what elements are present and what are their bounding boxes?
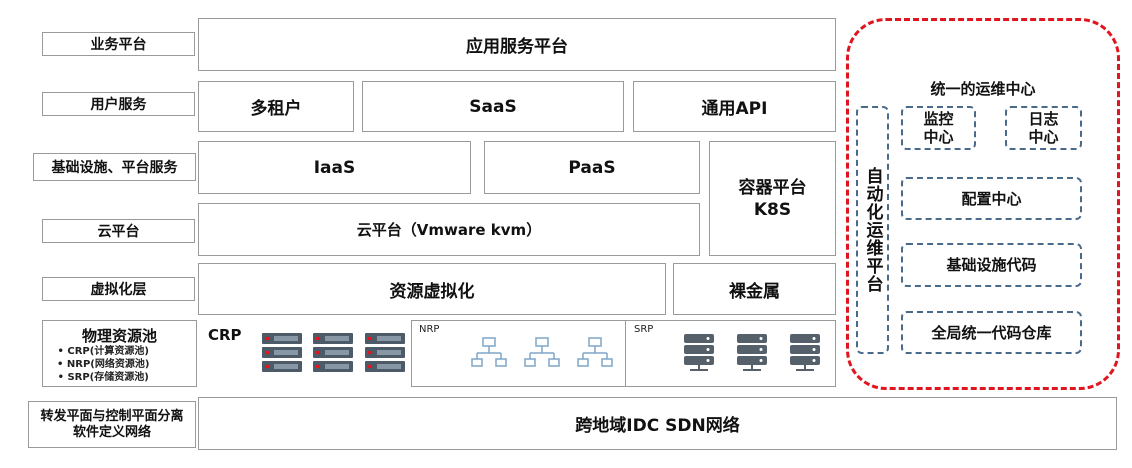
container-platform-line2: K8S <box>753 199 792 220</box>
physical-pool-title: 物理资源池 <box>81 327 157 345</box>
monitor-center-line1: 监控 <box>923 110 954 128</box>
server-icon <box>313 333 353 372</box>
bare-metal-box: 裸金属 <box>673 263 836 315</box>
server-icon <box>262 333 302 372</box>
storage-icon <box>790 334 820 371</box>
container-platform-box: 容器平台 K8S <box>709 141 836 256</box>
global-code-repo: 全局统一代码仓库 <box>901 311 1082 354</box>
app-service-platform: 应用服务平台 <box>198 18 836 71</box>
network-icon <box>577 337 613 367</box>
multi-tenant-box: 多租户 <box>198 81 354 132</box>
label-business-platform: 业务平台 <box>42 32 195 56</box>
ops-center-title: 统一的运维中心 <box>930 80 1036 98</box>
resource-virtualization-box: 资源虚拟化 <box>198 263 666 315</box>
log-center-line2: 中心 <box>1028 128 1059 146</box>
infra-as-code: 基础设施代码 <box>901 243 1082 287</box>
auto-ops-platform: 自动化运维平台 <box>856 106 889 354</box>
saas-box: SaaS <box>362 81 624 132</box>
pool-note-crp: CRP(计算资源池) <box>57 345 149 358</box>
sdn-network-box: 跨地域IDC SDN网络 <box>198 397 1117 450</box>
container-platform-line1: 容器平台 <box>738 177 807 198</box>
log-center: 日志 中心 <box>1005 106 1082 150</box>
pool-note-nrp: NRP(网络资源池) <box>57 358 150 371</box>
label-virtualization-layer: 虚拟化层 <box>42 277 195 301</box>
ops-center-frame <box>846 18 1120 390</box>
log-center-line1: 日志 <box>1028 110 1059 128</box>
network-icon <box>524 337 560 367</box>
api-box: 通用API <box>633 81 836 132</box>
storage-icon <box>737 334 767 371</box>
srp-label: SRP <box>634 324 654 335</box>
cloud-platform-box: 云平台（Vmware kvm） <box>198 203 700 256</box>
monitor-center-line2: 中心 <box>923 128 954 146</box>
paas-box: PaaS <box>484 141 700 194</box>
label-sdn-line1: 转发平面与控制平面分离 <box>40 408 184 424</box>
label-physical-pool: 物理资源池 CRP(计算资源池) NRP(网络资源池) SRP(存储资源池) <box>42 320 197 387</box>
storage-icon <box>684 334 714 371</box>
server-icon <box>365 333 405 372</box>
pool-divider-2 <box>625 320 626 387</box>
network-icon <box>471 337 507 367</box>
label-cloud-platform: 云平台 <box>42 219 195 243</box>
label-sdn: 转发平面与控制平面分离 软件定义网络 <box>28 401 196 448</box>
monitor-center: 监控 中心 <box>901 106 976 150</box>
label-user-service: 用户服务 <box>42 92 195 116</box>
pool-note-srp: SRP(存储资源池) <box>57 371 149 384</box>
crp-label: CRP <box>208 326 242 344</box>
iaas-box: IaaS <box>198 141 471 194</box>
label-sdn-line2: 软件定义网络 <box>72 424 151 440</box>
nrp-label: NRP <box>419 324 440 335</box>
pool-notes-list: CRP(计算资源池) NRP(网络资源池) SRP(存储资源池) <box>57 345 150 384</box>
pool-divider-1 <box>411 320 412 387</box>
config-center: 配置中心 <box>901 177 1082 220</box>
label-infra-platform-service: 基础设施、平台服务 <box>33 153 196 181</box>
